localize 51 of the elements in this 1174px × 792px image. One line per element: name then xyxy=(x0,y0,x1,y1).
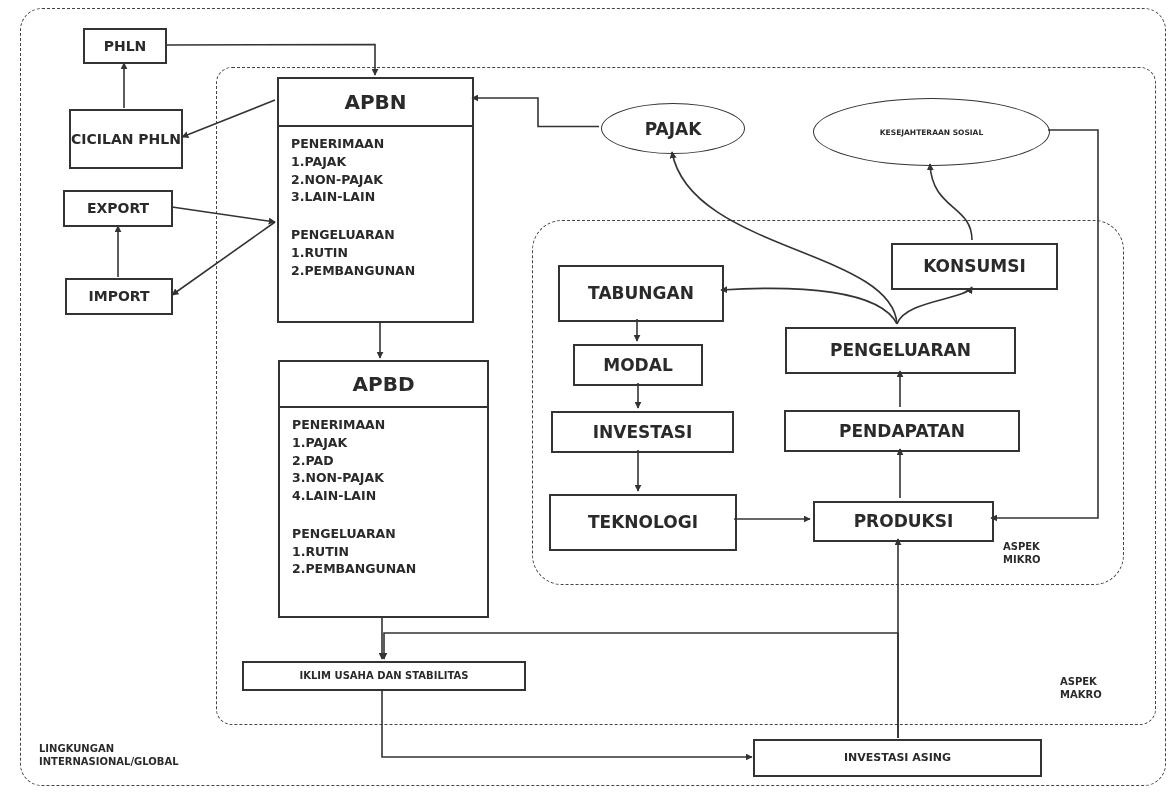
arrow xyxy=(181,99,276,138)
process-box: PENDAPATAN xyxy=(784,410,1020,452)
arrow xyxy=(378,615,386,660)
arrow xyxy=(927,163,973,241)
arrow xyxy=(171,221,276,296)
budget-table-box xyxy=(278,360,489,618)
box-body-text: PENGELUARAN 1.RUTIN 2.PEMBANGUNAN xyxy=(291,226,417,280)
arrow xyxy=(670,151,898,325)
arrow xyxy=(380,632,899,739)
process-box: EXPORT xyxy=(63,190,173,227)
arrow xyxy=(471,94,600,128)
dashed-region-box xyxy=(532,220,1124,585)
process-box: IMPORT xyxy=(65,278,173,315)
box-body-text: PENGELUARAN 1.RUTIN 2.PEMBANGUNAN xyxy=(292,524,418,578)
arrow xyxy=(896,370,904,408)
ellipse-node: PAJAK xyxy=(601,103,745,154)
arrow xyxy=(990,129,1099,522)
arrow xyxy=(165,43,379,76)
dashed-region-box xyxy=(216,67,1156,725)
arrow xyxy=(633,318,641,342)
arrow xyxy=(120,62,128,109)
region-label: ASPEK MIKRO xyxy=(1003,541,1042,566)
process-box: INVESTASI ASING xyxy=(753,739,1042,777)
arrow xyxy=(634,449,642,492)
process-box: CICILAN PHLN xyxy=(69,109,183,169)
arrow xyxy=(114,225,122,278)
process-box: PENGELUARAN xyxy=(785,327,1016,374)
process-box: TEKNOLOGI xyxy=(549,494,737,551)
process-box: MODAL xyxy=(573,344,703,386)
process-box: PHLN xyxy=(83,28,167,64)
arrow xyxy=(171,206,276,225)
region-label: ASPEK MAKRO xyxy=(1060,676,1103,701)
process-box: INVESTASI xyxy=(551,411,734,453)
process-box: KONSUMSI xyxy=(891,243,1058,290)
box-body-text: PENERIMAAN 1.PAJAK 2.PAD 3.NON-PAJAK 4.LAIN-LAIN xyxy=(292,416,387,505)
process-box: PRODUKSI xyxy=(813,501,994,542)
budget-table-box xyxy=(277,77,474,323)
dashed-region-box xyxy=(20,8,1166,786)
process-box: TABUNGAN xyxy=(558,265,724,322)
arrow xyxy=(896,286,973,325)
arrow xyxy=(376,320,384,359)
arrow xyxy=(381,688,753,761)
arrow xyxy=(634,382,642,409)
process-box: IKLIM USAHA DAN STABILITAS xyxy=(242,661,526,691)
box-title: APBD xyxy=(280,362,487,408)
arrow xyxy=(896,448,904,499)
region-label: LINGKUNGAN INTERNASIONAL/GLOBAL xyxy=(39,743,180,768)
arrow xyxy=(733,515,811,523)
box-title: APBN xyxy=(279,79,472,127)
arrow xyxy=(720,286,898,325)
box-body-text: PENERIMAAN 1.PAJAK 2.NON-PAJAK 3.LAIN-LAIN xyxy=(291,135,386,206)
